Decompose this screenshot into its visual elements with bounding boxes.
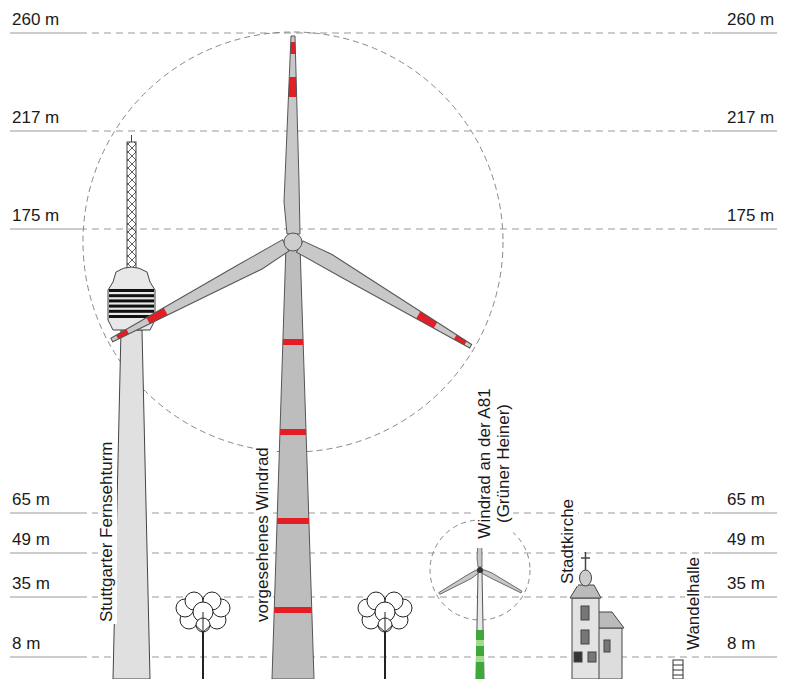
height-label: 175 m [727,207,774,226]
height-label: 49 m [12,531,50,550]
height-label: 175 m [12,207,59,226]
height-label: 65 m [727,491,765,510]
level-line [10,229,80,230]
height-label: 65 m [12,491,50,510]
level-line [10,553,80,554]
level-line [80,553,712,554]
level-line [10,597,80,598]
level-line [712,553,777,554]
height-label: 49 m [727,531,765,550]
level-line [10,513,80,514]
level-line [712,131,777,132]
height-label: 260 m [727,11,774,30]
height-label: 35 m [12,575,50,594]
level-line [10,657,80,658]
height-label: 217 m [727,109,774,128]
height-label: 8 m [12,635,40,654]
height-label: 260 m [12,11,59,30]
height-label: 35 m [727,575,765,594]
level-line [80,229,712,230]
object-label: Wandelhalle [685,555,704,652]
level-line [712,513,777,514]
level-line [80,513,712,514]
church [570,552,624,679]
planned-turbine [102,36,481,679]
level-line [10,131,80,132]
tree [176,592,412,679]
height-label: 217 m [12,109,59,128]
level-line [712,597,777,598]
level-line [80,33,712,34]
object-label: vorgesehenes Windrad [254,445,273,624]
height-label: 8 m [727,635,755,654]
level-line [712,229,777,230]
object-label: Stadtkirche [559,497,578,586]
level-line [10,33,80,34]
object-label: Stuttgarter Fernsehturm [98,440,117,624]
object-label: Windrad an der A81 (Grüner Heiner) [476,379,513,548]
hall-icon [673,660,683,679]
level-line [80,131,712,132]
level-line [712,33,777,34]
level-line [712,657,777,658]
